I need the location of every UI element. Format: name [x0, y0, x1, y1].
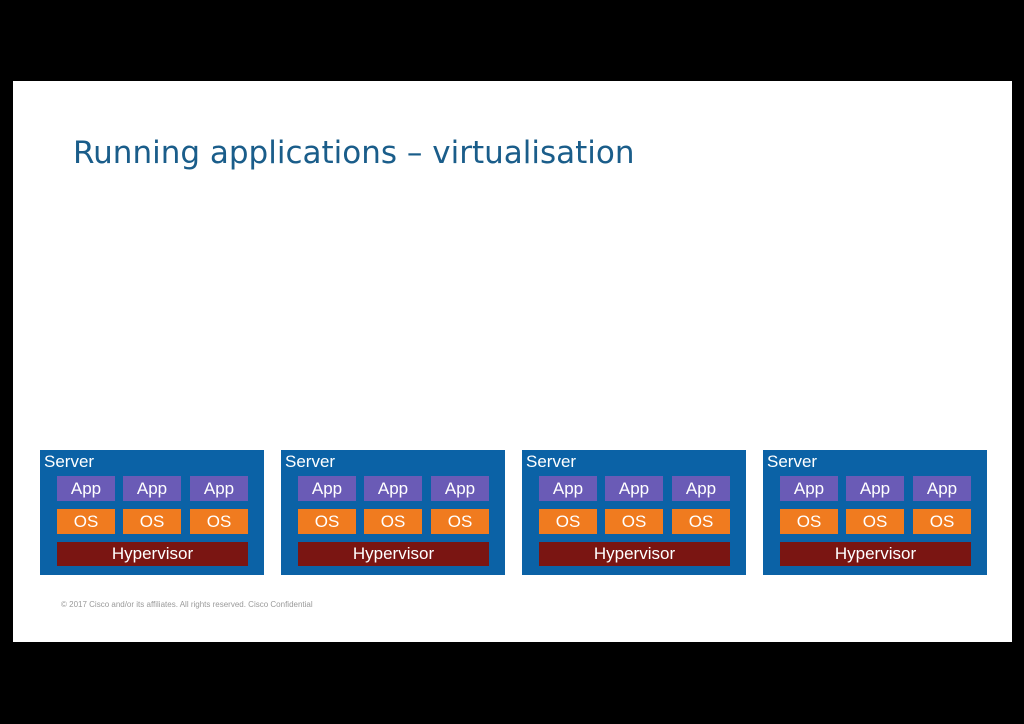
os-block: OS — [539, 509, 597, 534]
os-row: OS OS OS — [57, 509, 248, 534]
hypervisor-block: Hypervisor — [539, 542, 730, 566]
app-block: App — [57, 476, 115, 501]
os-block: OS — [298, 509, 356, 534]
os-block: OS — [123, 509, 181, 534]
app-row: App App App — [57, 476, 248, 501]
app-row: App App App — [298, 476, 489, 501]
slide: Running applications – virtualisation Se… — [13, 81, 1012, 642]
server-box: Server App App App OS OS OS Hypervisor — [40, 450, 264, 575]
server-box: Server App App App OS OS OS Hypervisor — [522, 450, 746, 575]
server-label: Server — [526, 452, 577, 471]
os-block: OS — [364, 509, 422, 534]
app-block: App — [539, 476, 597, 501]
app-row: App App App — [780, 476, 971, 501]
app-block: App — [605, 476, 663, 501]
app-block: App — [672, 476, 730, 501]
app-block: App — [364, 476, 422, 501]
hypervisor-block: Hypervisor — [780, 542, 971, 566]
app-block: App — [123, 476, 181, 501]
app-block: App — [780, 476, 838, 501]
os-row: OS OS OS — [780, 509, 971, 534]
os-row: OS OS OS — [539, 509, 730, 534]
app-block: App — [913, 476, 971, 501]
app-block: App — [431, 476, 489, 501]
hypervisor-block: Hypervisor — [57, 542, 248, 566]
os-block: OS — [431, 509, 489, 534]
server-label: Server — [767, 452, 818, 471]
os-block: OS — [672, 509, 730, 534]
server-label: Server — [285, 452, 336, 471]
server-label: Server — [44, 452, 95, 471]
app-row: App App App — [539, 476, 730, 501]
hypervisor-block: Hypervisor — [298, 542, 489, 566]
os-block: OS — [913, 509, 971, 534]
server-box: Server App App App OS OS OS Hypervisor — [281, 450, 505, 575]
app-block: App — [846, 476, 904, 501]
os-block: OS — [846, 509, 904, 534]
os-row: OS OS OS — [298, 509, 489, 534]
server-box: Server App App App OS OS OS Hypervisor — [763, 450, 987, 575]
os-block: OS — [190, 509, 248, 534]
app-block: App — [190, 476, 248, 501]
slide-title: Running applications – virtualisation — [73, 135, 635, 171]
os-block: OS — [57, 509, 115, 534]
os-block: OS — [780, 509, 838, 534]
os-block: OS — [605, 509, 663, 534]
app-block: App — [298, 476, 356, 501]
copyright-footer: © 2017 Cisco and/or its affiliates. All … — [61, 600, 313, 609]
